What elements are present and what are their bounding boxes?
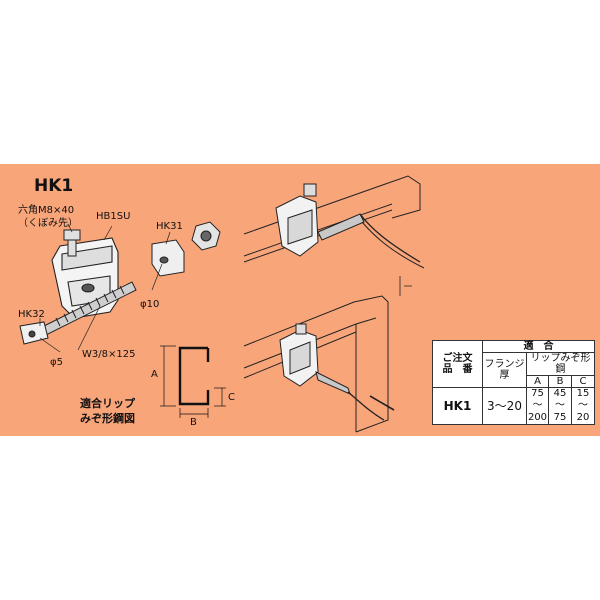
dim-c-label: C <box>228 392 235 403</box>
col-b-header: B <box>548 375 572 388</box>
hex-bolt-drawing <box>63 229 81 257</box>
threaded-rod-label: W3/8×125 <box>82 349 136 360</box>
threaded-rod-drawing <box>39 281 137 337</box>
install-view-lower <box>243 295 395 433</box>
range-b-cell: 45 〜 75 <box>548 387 572 425</box>
phi5-label: φ5 <box>50 357 63 368</box>
hex-bolt-label: 六角M8×40 （くぼみ先） <box>18 205 78 229</box>
hk31-label: HK31 <box>156 221 183 232</box>
hex-nut-drawing <box>191 221 221 251</box>
table-row: HK1 3〜20 75 〜 200 45 〜 75 15 〜 20 <box>432 387 595 425</box>
channel-section-drawing <box>178 346 210 406</box>
phi10-label: φ10 <box>140 299 160 310</box>
leader-lines <box>39 223 171 353</box>
fit-header: 適 合 <box>482 340 595 353</box>
lip-channel-header: リップみぞ形鋼 <box>526 352 595 376</box>
channel-section-title: 適合リップ みぞ形鋼図 <box>80 397 135 425</box>
col-c-header: C <box>571 375 595 388</box>
product-code: HK1 <box>34 176 74 196</box>
range-c-cell: 15 〜 20 <box>571 387 595 425</box>
flange-thickness-header: フランジ厚 <box>482 352 527 388</box>
dim-b-label: B <box>190 417 197 428</box>
flange-cell: 3〜20 <box>482 387 527 425</box>
order-code-header: ご注文 品 番 <box>432 340 483 388</box>
dim-a-label: A <box>151 369 158 380</box>
spec-table: ご注文 品 番 適 合 フランジ厚 リップみぞ形鋼 A B C HK1 3〜20… <box>432 340 595 425</box>
washer-drawing <box>151 239 185 277</box>
hk32-label: HK32 <box>18 309 45 320</box>
hb1su-label: HB1SU <box>96 211 131 222</box>
channel-dimensions <box>160 345 226 418</box>
range-a-cell: 75 〜 200 <box>526 387 549 425</box>
col-a-header: A <box>526 375 549 388</box>
install-view-upper <box>243 175 425 296</box>
model-cell: HK1 <box>432 387 483 425</box>
